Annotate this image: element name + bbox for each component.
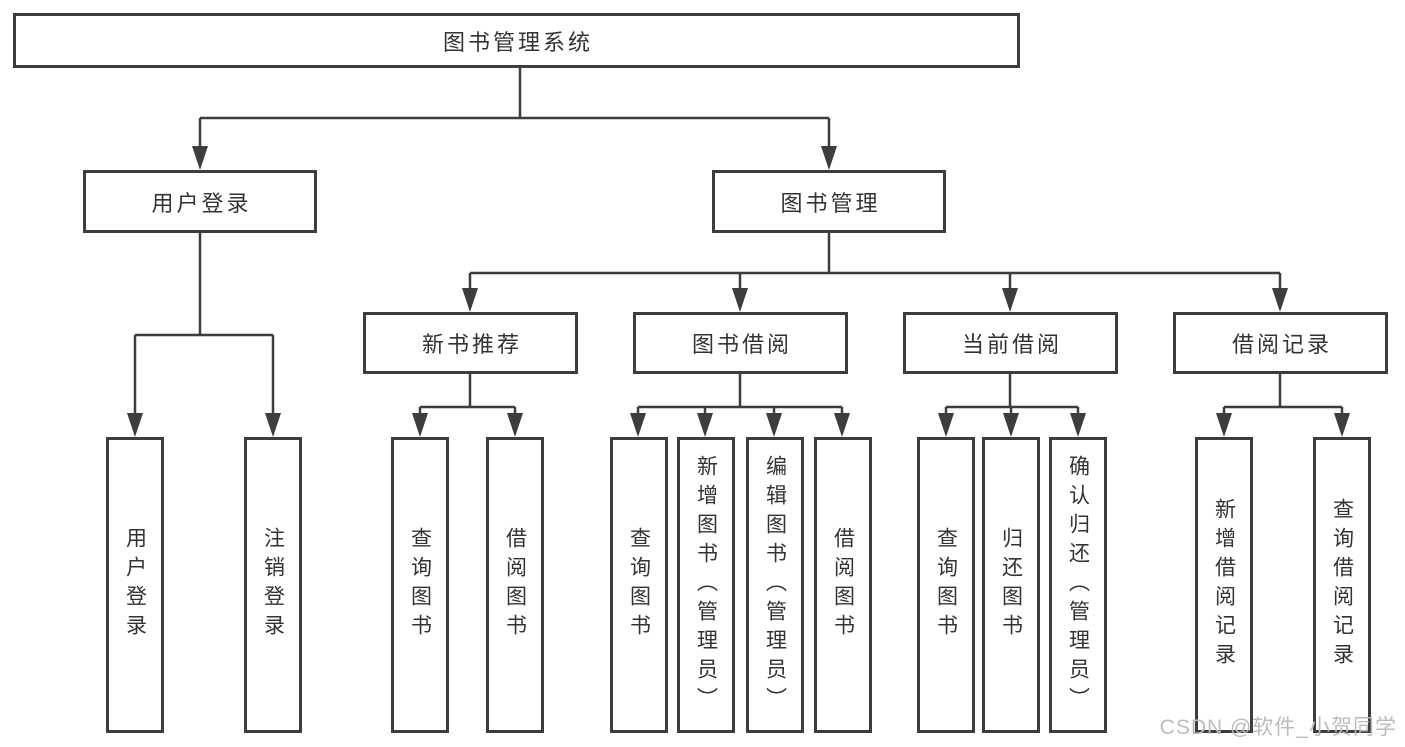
node-label: 图书管理系统 <box>442 29 593 55</box>
arrowhead-icon <box>732 288 748 312</box>
node-new-book-recommend: 新书推荐 <box>363 312 578 374</box>
node-library-system: 图书管理系统 <box>13 13 1020 68</box>
node-add-books-admin: 新增图书（管理员） <box>677 437 735 733</box>
arrowhead-icon <box>1334 413 1350 437</box>
node-label: 确认归还（管理员） <box>1066 454 1090 716</box>
node-add-borrow-record: 新增借阅记录 <box>1195 437 1253 733</box>
node-label: 借阅图书 <box>831 527 855 643</box>
node-edit-books-admin: 编辑图书（管理员） <box>746 437 804 733</box>
node-query-borrow-record: 查询借阅记录 <box>1313 437 1371 733</box>
arrowhead-icon <box>1003 413 1019 437</box>
node-label: 查询图书 <box>627 527 651 643</box>
arrowhead-icon <box>507 413 523 437</box>
node-book-management: 图书管理 <box>712 170 946 233</box>
node-query-books-borrow: 查询图书 <box>610 437 668 733</box>
arrowhead-icon <box>412 413 428 437</box>
node-label: 借阅图书 <box>503 527 527 643</box>
arrowhead-icon <box>766 413 782 437</box>
arrowhead-icon <box>630 413 646 437</box>
node-query-books-recommend: 查询图书 <box>391 437 449 733</box>
node-confirm-return-admin: 确认归还（管理员） <box>1049 437 1107 733</box>
csdn-watermark: CSDN @软件_小贺同学 <box>1159 716 1397 739</box>
arrowhead-icon <box>192 146 208 170</box>
node-label: 当前借阅 <box>961 332 1062 357</box>
node-label: 用户登录 <box>123 527 147 643</box>
node-label: 用户登录 <box>151 190 252 216</box>
node-return-books: 归还图书 <box>982 437 1040 733</box>
node-label: 图书借阅 <box>691 332 792 357</box>
arrowhead-icon <box>1272 288 1288 312</box>
node-label: 借阅记录 <box>1231 332 1332 357</box>
node-label: 查询图书 <box>408 527 432 643</box>
node-query-books-current: 查询图书 <box>917 437 975 733</box>
arrowhead-icon <box>1216 413 1232 437</box>
node-book-borrow: 图书借阅 <box>633 312 848 374</box>
arrowhead-icon <box>834 413 850 437</box>
arrowhead-icon <box>127 413 143 437</box>
node-label: 编辑图书（管理员） <box>763 454 787 716</box>
node-logout: 注销登录 <box>244 437 302 733</box>
node-label: 查询借阅记录 <box>1330 498 1354 672</box>
node-current-borrow: 当前借阅 <box>903 312 1118 374</box>
node-label: 新增借阅记录 <box>1212 498 1236 672</box>
node-label: 新书推荐 <box>421 332 522 357</box>
node-user-login: 用户登录 <box>83 170 317 233</box>
node-label: 新增图书（管理员） <box>694 454 718 716</box>
node-label: 查询图书 <box>934 527 958 643</box>
arrowhead-icon <box>697 413 713 437</box>
node-borrow-books: 借阅图书 <box>814 437 872 733</box>
node-label: 归还图书 <box>999 527 1023 643</box>
node-borrow-records: 借阅记录 <box>1173 312 1388 374</box>
arrowhead-icon <box>821 146 837 170</box>
node-user-login-leaf: 用户登录 <box>106 437 164 733</box>
arrowhead-icon <box>1002 288 1018 312</box>
arrowhead-icon <box>462 288 478 312</box>
node-label: 注销登录 <box>261 527 285 643</box>
arrowhead-icon <box>938 413 954 437</box>
arrowhead-icon <box>265 413 281 437</box>
node-label: 图书管理 <box>780 190 881 216</box>
arrowhead-icon <box>1070 413 1086 437</box>
node-borrow-books-recommend: 借阅图书 <box>486 437 544 733</box>
